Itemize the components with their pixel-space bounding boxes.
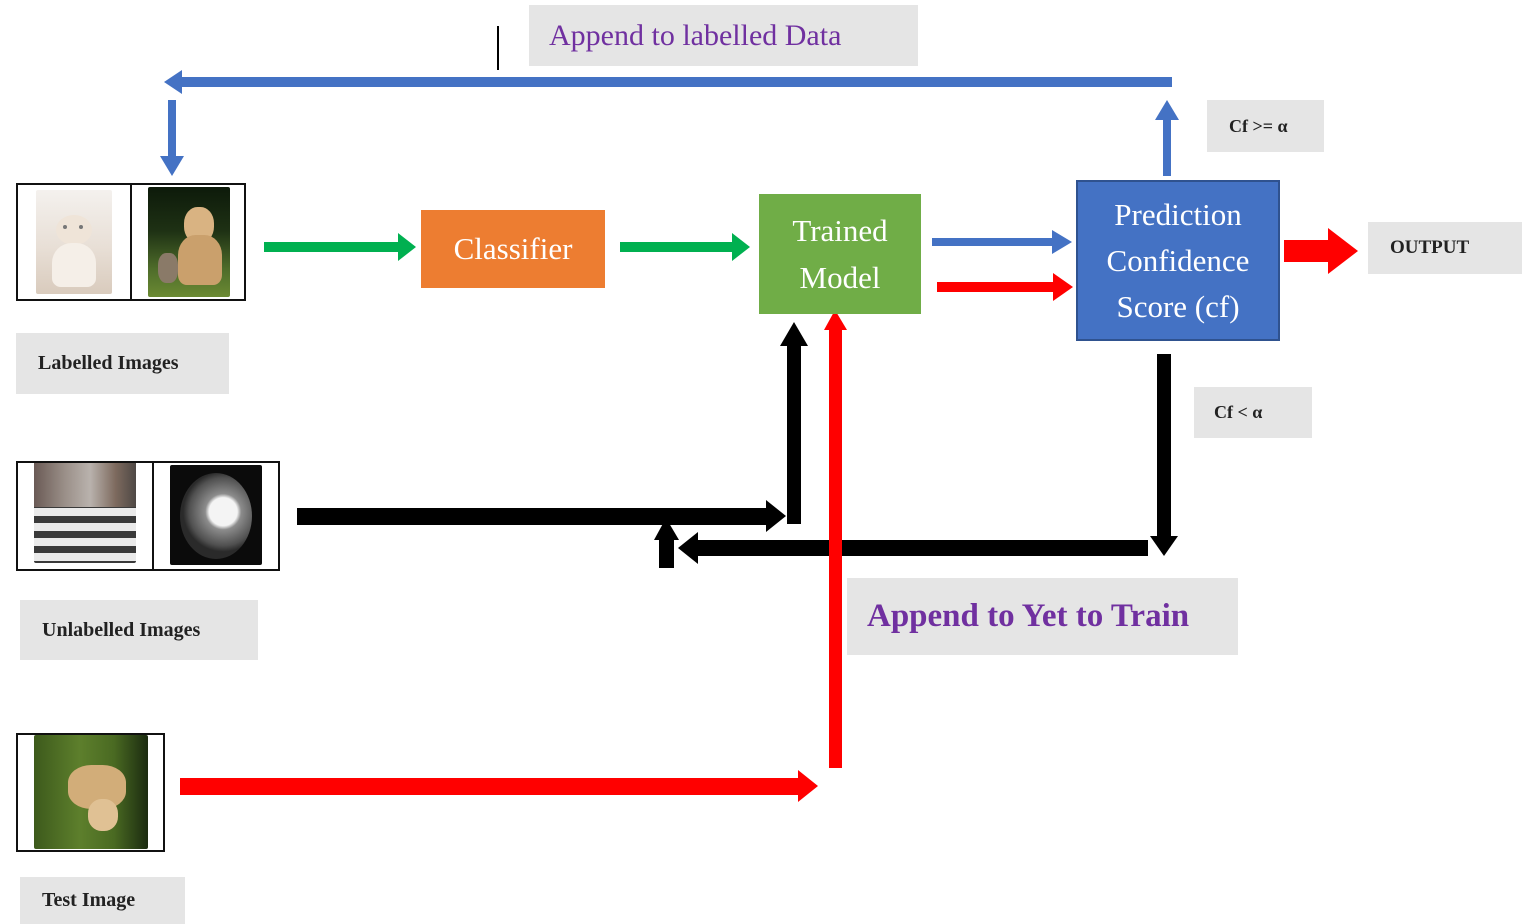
output-label: OUTPUT <box>1368 222 1522 274</box>
feedback-loop-arrow <box>160 70 1179 176</box>
append-labelled-text: Append to labelled Data <box>549 18 842 52</box>
condition-high-label: Cf >= α <box>1207 100 1324 152</box>
crosswalk-image <box>18 463 154 569</box>
condition-low-text: Cf < α <box>1214 402 1263 422</box>
append-yet-to-train-text: Append to Yet to Train <box>867 598 1190 634</box>
model-to-prediction-red-arrow <box>937 273 1073 301</box>
cat-image <box>18 185 132 299</box>
append-yet-to-train-label: Append to Yet to Train <box>847 578 1238 655</box>
append-labelled-label: Append to labelled Data <box>529 5 918 66</box>
test-image-label: Test Image <box>20 877 185 924</box>
unlabelled-images-label: Unlabelled Images <box>20 600 258 660</box>
classifier-to-model-arrow <box>620 233 750 261</box>
labelled-to-classifier-arrow <box>264 233 416 261</box>
classifier-text: Classifier <box>453 231 573 266</box>
low-confidence-arrow <box>654 354 1178 568</box>
condition-high-text: Cf >= α <box>1229 115 1288 136</box>
unlabelled-images-text: Unlabelled Images <box>42 618 201 641</box>
trained-model-text: Trained Model <box>792 213 888 295</box>
classifier-node: Classifier <box>421 210 605 288</box>
labelled-images-text: Labelled Images <box>38 352 179 374</box>
model-to-prediction-blue-arrow <box>932 230 1072 254</box>
test-image <box>18 735 163 850</box>
condition-low-label: Cf < α <box>1194 387 1312 438</box>
brain-scan-image <box>154 463 278 569</box>
dog-and-cat-image <box>132 185 244 299</box>
labelled-images-label: Labelled Images <box>16 333 229 394</box>
test-to-model-arrow <box>180 310 847 802</box>
test-image-text: Test Image <box>42 889 136 911</box>
unlabelled-to-model-arrow <box>297 322 808 532</box>
labelled-images-frame <box>16 183 246 301</box>
trained-model-node: Trained Model <box>759 194 921 314</box>
test-image-frame <box>16 733 165 852</box>
prediction-to-output-arrow <box>1284 228 1358 274</box>
output-text: OUTPUT <box>1390 237 1470 258</box>
unlabelled-images-frame <box>16 461 280 571</box>
prediction-text: Prediction Confidence Score (cf) <box>1106 196 1250 324</box>
prediction-node: Prediction Confidence Score (cf) <box>1076 180 1280 341</box>
